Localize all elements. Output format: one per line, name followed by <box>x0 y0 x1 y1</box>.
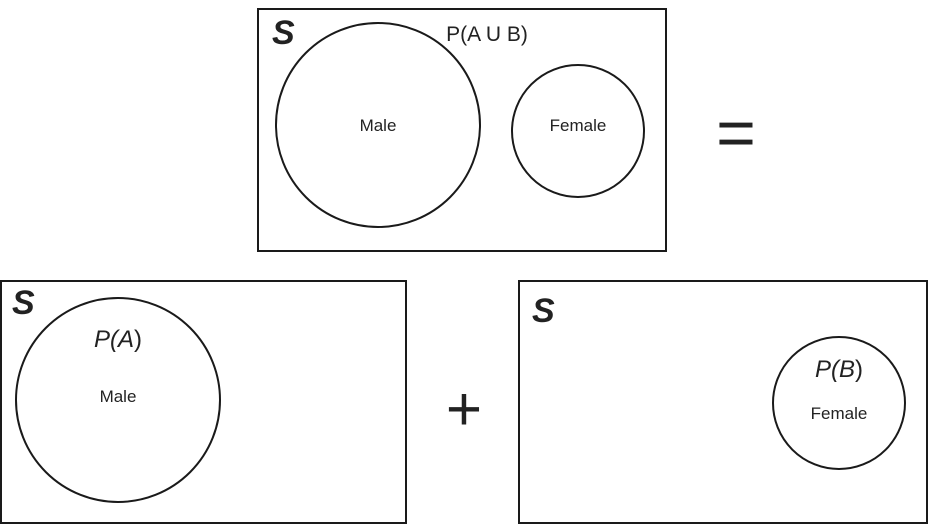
right-venn-diagram: S P(B) Female <box>518 280 928 524</box>
prob-a-var: A <box>116 326 134 353</box>
top-male-label: Male <box>360 116 397 135</box>
right-female-label: Female <box>811 404 868 423</box>
right-sample-space-symbol: S <box>532 292 555 330</box>
top-venn-diagram: S P(A U B) Male Female <box>257 8 667 252</box>
right-female-circle <box>772 336 906 470</box>
left-venn-diagram: S P(A) Male <box>0 280 407 524</box>
prob-a-p: P( <box>94 326 121 353</box>
plus-sign: + <box>446 375 482 444</box>
top-sample-space-symbol: S <box>272 14 295 52</box>
prob-b-var: B <box>839 356 855 383</box>
prob-b-close: ) <box>855 356 863 383</box>
left-male-circle <box>15 297 221 503</box>
prob-b-label: P(B) <box>815 356 863 383</box>
top-male-circle <box>275 22 481 228</box>
top-female-circle <box>511 64 645 198</box>
top-female-label: Female <box>550 116 607 135</box>
prob-b-p: P( <box>815 356 842 383</box>
equals-sign: = <box>716 95 756 171</box>
union-label: P(A U B) <box>446 23 528 46</box>
left-male-label: Male <box>100 387 137 406</box>
left-sample-space-box <box>0 280 407 524</box>
right-sample-space-box <box>518 280 928 524</box>
prob-a-label: P(A) <box>94 326 142 353</box>
left-sample-space-symbol: S <box>12 284 35 322</box>
top-sample-space-box <box>257 8 667 252</box>
prob-a-close: ) <box>134 326 142 353</box>
